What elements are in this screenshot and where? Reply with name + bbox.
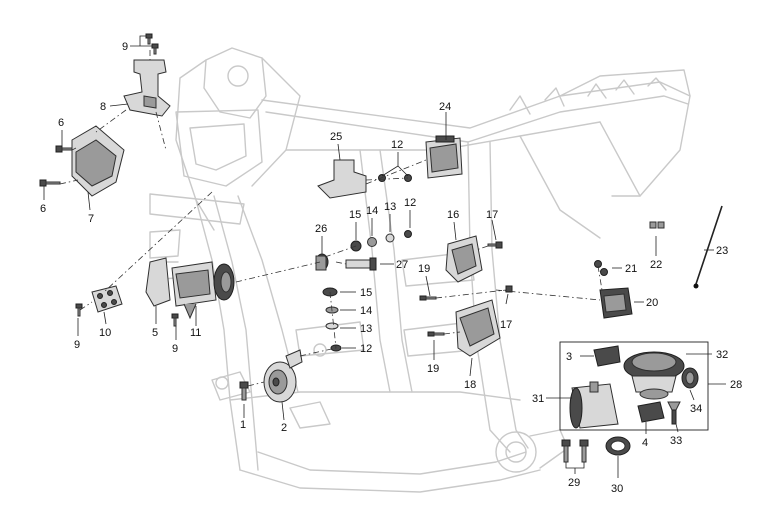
callout-32: 32 [716, 349, 728, 361]
callout-16: 16 [447, 209, 459, 221]
callout-13-upper: 13 [384, 201, 396, 213]
leader-lines [43, 35, 726, 478]
callout-33: 33 [670, 435, 682, 447]
callout-9-left: 9 [74, 339, 80, 351]
screw-19-upper [419, 295, 437, 301]
abs-modulator [171, 261, 235, 320]
relay-block [91, 285, 123, 313]
callout-24: 24 [439, 101, 451, 113]
callout-27: 27 [396, 259, 408, 271]
ring-30 [605, 436, 631, 456]
clip-21 [594, 260, 608, 276]
connector-3 [593, 345, 621, 367]
canister-31 [569, 381, 619, 429]
screw-6-upper [55, 145, 73, 153]
rod-23 [693, 205, 723, 289]
callout-34: 34 [690, 403, 702, 415]
abs-bracket [145, 257, 171, 307]
screw-19-lower [427, 331, 445, 337]
horn-2 [263, 349, 303, 403]
washer-13-upper [385, 233, 395, 243]
grommet-34 [681, 367, 699, 389]
callout-17-upper: 17 [486, 209, 498, 221]
callout-9-top: 9 [122, 41, 128, 53]
clamp-4 [637, 401, 665, 423]
callout-15-lower: 15 [360, 287, 372, 299]
callout-5: 5 [152, 327, 158, 339]
callout-9-mid: 9 [172, 343, 178, 355]
screw-pair-top [145, 33, 159, 55]
callout-10: 10 [99, 327, 111, 339]
callout-7: 7 [88, 213, 94, 225]
callout-12-mid: 12 [404, 197, 416, 209]
screw-6-lower [39, 179, 61, 187]
assembly-28-box [559, 341, 709, 431]
washer-14-upper [367, 237, 377, 247]
callout-29: 29 [568, 477, 580, 489]
screw-9-lower [171, 313, 179, 327]
callout-26: 26 [315, 223, 327, 235]
callout-12-top: 12 [391, 139, 403, 151]
callout-3: 3 [566, 351, 572, 363]
callout-labels: 1 2 3 4 5 6 6 7 8 9 9 9 10 11 12 12 12 1… [40, 41, 742, 495]
callout-22: 22 [650, 259, 662, 271]
callout-23: 23 [716, 245, 728, 257]
ecu-bracket [123, 59, 171, 117]
nut-12-upper [404, 230, 412, 238]
sensor-27 [345, 257, 377, 271]
screw-17-lower [505, 285, 513, 293]
callout-6-lower: 6 [40, 203, 46, 215]
callout-14-lower: 14 [360, 305, 372, 317]
clip-22 [649, 221, 665, 229]
callout-6-upper: 6 [58, 117, 64, 129]
grommet-26 [315, 253, 329, 271]
callout-14-upper: 14 [366, 205, 378, 217]
callout-19-upper: 19 [418, 263, 430, 275]
screw-17-upper [487, 241, 503, 249]
callout-11: 11 [190, 327, 201, 339]
callout-21: 21 [625, 263, 637, 275]
callout-30: 30 [611, 483, 623, 495]
callout-28: 28 [730, 379, 742, 391]
callout-2: 2 [281, 422, 287, 434]
assembly-lines [59, 50, 603, 387]
bolt-29-b [579, 439, 589, 463]
parts [39, 33, 723, 463]
screw-9-left [75, 303, 83, 317]
relay-24 [425, 135, 463, 179]
callout-12-low: 12 [360, 343, 372, 355]
washer-13-lower [325, 322, 339, 330]
relay-bracket [317, 159, 367, 199]
callout-15-upper: 15 [349, 209, 361, 221]
callout-19-lower: 19 [427, 363, 439, 375]
callout-17-lower: 17 [500, 319, 512, 331]
callout-1: 1 [240, 419, 246, 431]
callout-8: 8 [100, 101, 106, 113]
callout-20: 20 [646, 297, 658, 309]
callout-4: 4 [642, 437, 648, 449]
pump-flange-32 [623, 351, 685, 400]
callout-13-lower: 13 [360, 323, 372, 335]
screw-1 [239, 381, 249, 401]
valve-33 [667, 401, 681, 425]
callout-25: 25 [330, 131, 342, 143]
callout-18: 18 [464, 379, 476, 391]
callout-31: 31 [532, 393, 544, 405]
